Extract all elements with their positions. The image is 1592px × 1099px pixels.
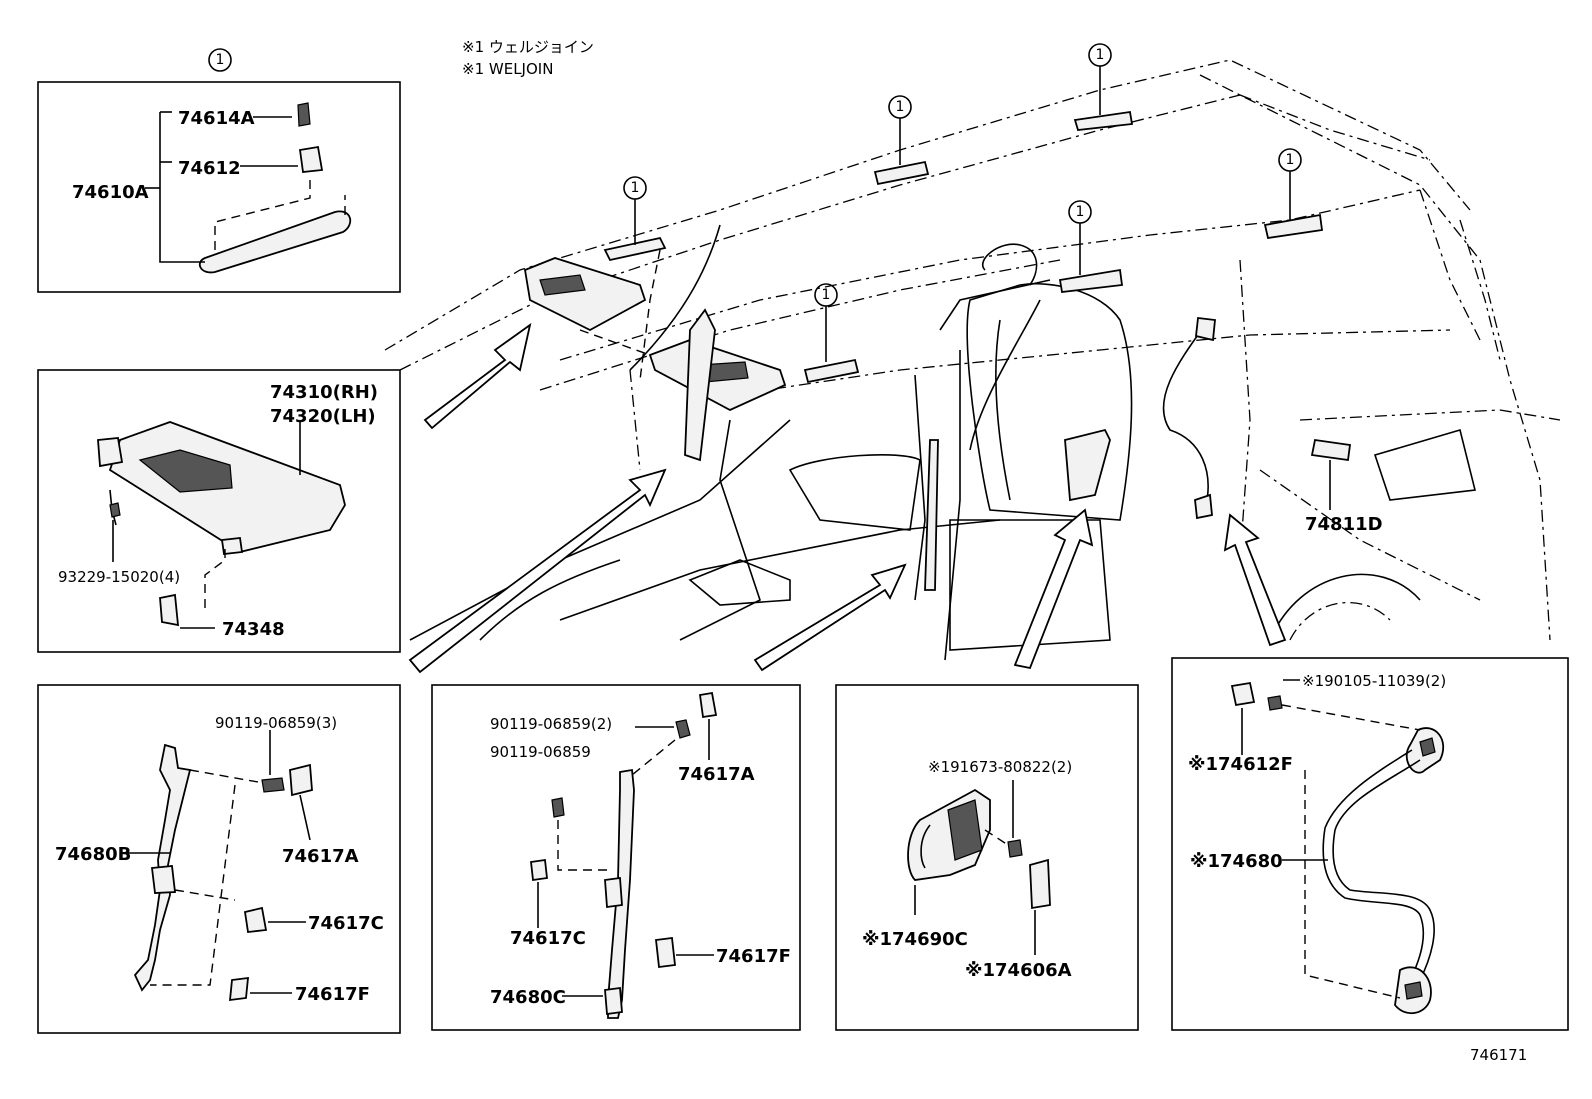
label-74310: 74310(RH): [270, 382, 378, 403]
visor-on-vehicle: [523, 257, 787, 412]
label-apillar-screw: 90119-06859(3): [215, 714, 337, 732]
label-apillar-74617C: 74617C: [308, 913, 384, 934]
bpillar-grip-drawing: [530, 691, 718, 1019]
note-english: ※1 WELJOIN: [462, 60, 553, 78]
callout-markers: 1 1 1 1 1 1 1: [208, 43, 1302, 362]
label-74680B: 74680B: [55, 844, 131, 865]
box-door-handle: [835, 684, 1139, 1031]
direction-arrows: [408, 322, 1287, 674]
svg-text:1: 1: [1096, 47, 1105, 63]
label-74680C: 74680C: [490, 987, 566, 1008]
label-rear-screw: ※190105-11039(2): [1302, 672, 1446, 690]
visor-drawing: [97, 420, 346, 629]
apillar-grip-drawing: [128, 730, 313, 1002]
grip-assembly-drawing: [145, 102, 352, 274]
label-74320: 74320(LH): [270, 406, 376, 427]
label-bpillar-74617C: 74617C: [510, 928, 586, 949]
svg-text:1: 1: [896, 99, 905, 115]
label-74680: ※174680: [1190, 851, 1283, 872]
svg-text:1: 1: [216, 52, 225, 68]
label-74614A: 74614A: [178, 108, 255, 129]
label-bpillar-74617A: 74617A: [678, 764, 755, 785]
label-74612: 74612: [178, 158, 241, 179]
box-apillar-grip: [37, 684, 401, 1034]
rear-grip-drawing: [1230, 679, 1445, 1014]
svg-text:1: 1: [1286, 152, 1295, 168]
box-sun-visor: [37, 369, 401, 653]
label-74606A: ※174606A: [965, 960, 1072, 981]
label-93229: 93229-15020(4): [58, 568, 180, 586]
roof-grips: [603, 110, 1352, 591]
box-assist-grip: [37, 81, 401, 293]
label-apillar-74617F: 74617F: [295, 984, 370, 1005]
svg-text:1: 1: [631, 180, 640, 196]
box-rear-grip: [1171, 657, 1569, 1031]
label-apillar-74617A: 74617A: [282, 846, 359, 867]
vehicle-interior-illustration: [384, 59, 1561, 661]
label-bpillar-screw-2: 90119-06859(2): [490, 715, 612, 733]
label-74612F: ※174612F: [1188, 754, 1293, 775]
box-bpillar-grip: [431, 684, 801, 1031]
note-japanese: ※1 ウェルジョイン: [462, 38, 594, 56]
diagram-id: 746171: [1470, 1046, 1527, 1064]
label-74690C: ※174690C: [862, 929, 968, 950]
label-74610A: 74610A: [72, 182, 149, 203]
door-handle-drawing: [907, 780, 1051, 955]
label-74348: 74348: [222, 619, 285, 640]
callout-leaders: [579, 249, 661, 381]
label-74811D: 74811D: [1305, 514, 1383, 535]
svg-text:1: 1: [1076, 204, 1085, 220]
label-bpillar-screw: 90119-06859: [490, 743, 591, 761]
label-door-screw: ※191673-80822(2): [928, 758, 1072, 776]
label-bpillar-74617F: 74617F: [716, 946, 791, 967]
svg-text:1: 1: [822, 287, 831, 303]
